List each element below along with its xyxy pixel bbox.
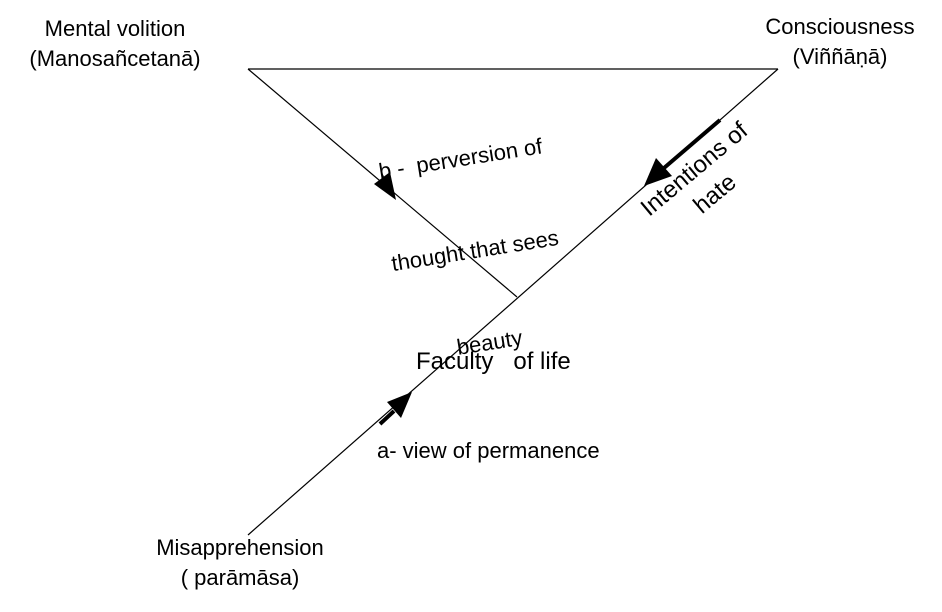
permanence-arrow-shaft <box>378 409 396 426</box>
b-perversion-line2: thought that sees <box>389 224 561 277</box>
permanence-arrowhead-icon <box>387 392 412 418</box>
faculty-of-life-label: Faculty of life <box>416 348 571 375</box>
hate-arrowhead-icon <box>644 158 672 186</box>
node-consciousness: Consciousness (Viññāṇā) <box>750 12 930 72</box>
mental-volition-title: Mental volition <box>44 16 186 41</box>
node-misapprehension: Misapprehension ( parāmāsa) <box>130 533 350 593</box>
a-view-of-permanence-label: a- view of permanence <box>377 438 600 463</box>
edge-label-a-view-of-permanence: a- view of permanence <box>377 436 600 466</box>
misapprehension-pali: ( parāmāsa) <box>180 565 300 590</box>
node-faculty-of-life: Faculty of life <box>416 287 571 437</box>
consciousness-title: Consciousness <box>765 14 915 39</box>
b-perversion-line3: beauty <box>454 324 525 360</box>
b-arrowhead-icon <box>374 172 396 200</box>
misapprehension-title: Misapprehension <box>156 535 324 560</box>
consciousness-pali: (Viññāṇā) <box>792 44 888 69</box>
mental-volition-pali: (Manosañcetanā) <box>29 46 201 71</box>
b-perversion-line1: b - perversion of <box>376 133 544 184</box>
node-mental-volition: Mental volition (Manosañcetanā) <box>0 14 230 74</box>
hate-arrow-shaft <box>662 118 722 170</box>
